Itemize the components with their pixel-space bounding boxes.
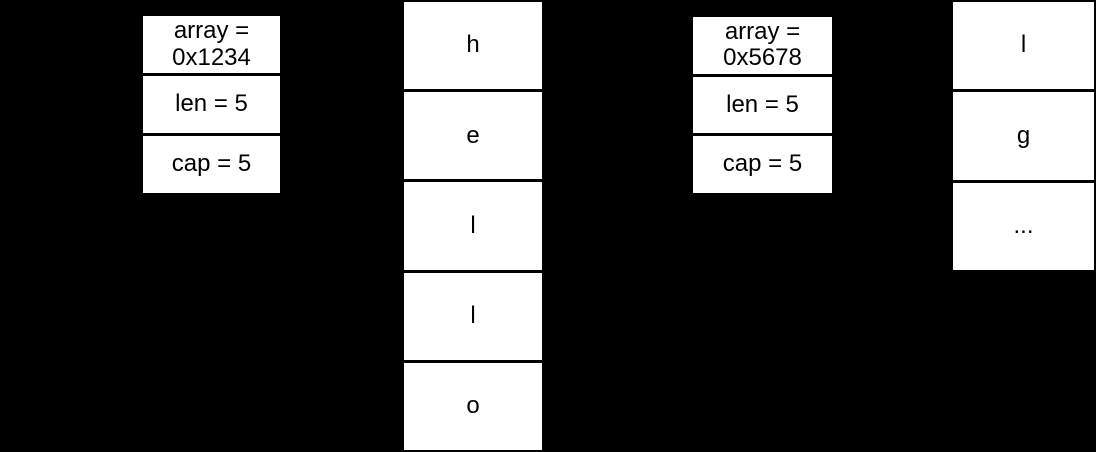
struct1-length-field: len = 5 (143, 76, 280, 133)
ellipsis-cell: ... (953, 182, 1094, 270)
struct1-pointer-field: array = 0x1234 (143, 16, 280, 73)
struct2-length-field: len = 5 (693, 76, 832, 134)
struct2-capacity-field: cap = 5 (693, 136, 832, 194)
struct2-pointer-field: array = 0x5678 (693, 17, 832, 74)
char-cell: l (404, 182, 542, 270)
char-array-1: h e l l o (404, 2, 542, 451)
string-struct-2: array = 0x5678 len = 5 cap = 5 (693, 17, 832, 194)
char-cell: l (404, 272, 542, 360)
string-struct-1: array = 0x1234 len = 5 cap = 5 (143, 16, 280, 193)
struct1-capacity-field: cap = 5 (143, 136, 280, 193)
char-array-2: l g ... (953, 2, 1094, 270)
char-cell: o (404, 362, 542, 451)
char-cell: e (404, 92, 542, 180)
char-cell: l (953, 2, 1094, 90)
char-cell: g (953, 92, 1094, 180)
char-cell: h (404, 2, 542, 90)
